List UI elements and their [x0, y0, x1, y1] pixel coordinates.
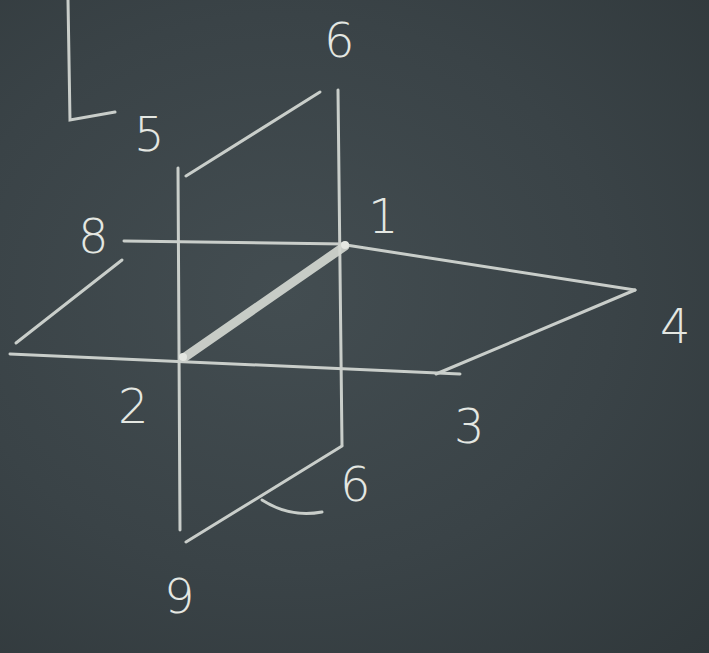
diagonal-line — [16, 260, 122, 343]
plane-edge — [436, 290, 635, 374]
horizontal-line — [124, 241, 345, 244]
callout-number: 8 — [78, 212, 109, 260]
diagonal-line — [186, 446, 342, 542]
vertex-dot — [341, 241, 349, 249]
vertical-axis — [338, 90, 342, 445]
callout-number: 3 — [454, 402, 485, 450]
callout-number: 2 — [118, 382, 149, 430]
horizontal-line — [10, 354, 460, 374]
callout-number: 6 — [340, 460, 371, 508]
thick-bond — [185, 246, 345, 357]
callout-number: 5 — [134, 110, 165, 158]
bracket-line — [68, 0, 115, 120]
callout-number: 9 — [164, 572, 195, 620]
arc-mark — [262, 500, 322, 514]
callout-number: 6 — [324, 16, 355, 64]
vertex-dot — [179, 353, 187, 361]
vertical-axis — [178, 168, 180, 530]
callout-number: 4 — [660, 302, 691, 350]
diagonal-line — [186, 92, 320, 176]
plane-edge — [346, 245, 635, 290]
callout-number: 1 — [368, 192, 399, 240]
